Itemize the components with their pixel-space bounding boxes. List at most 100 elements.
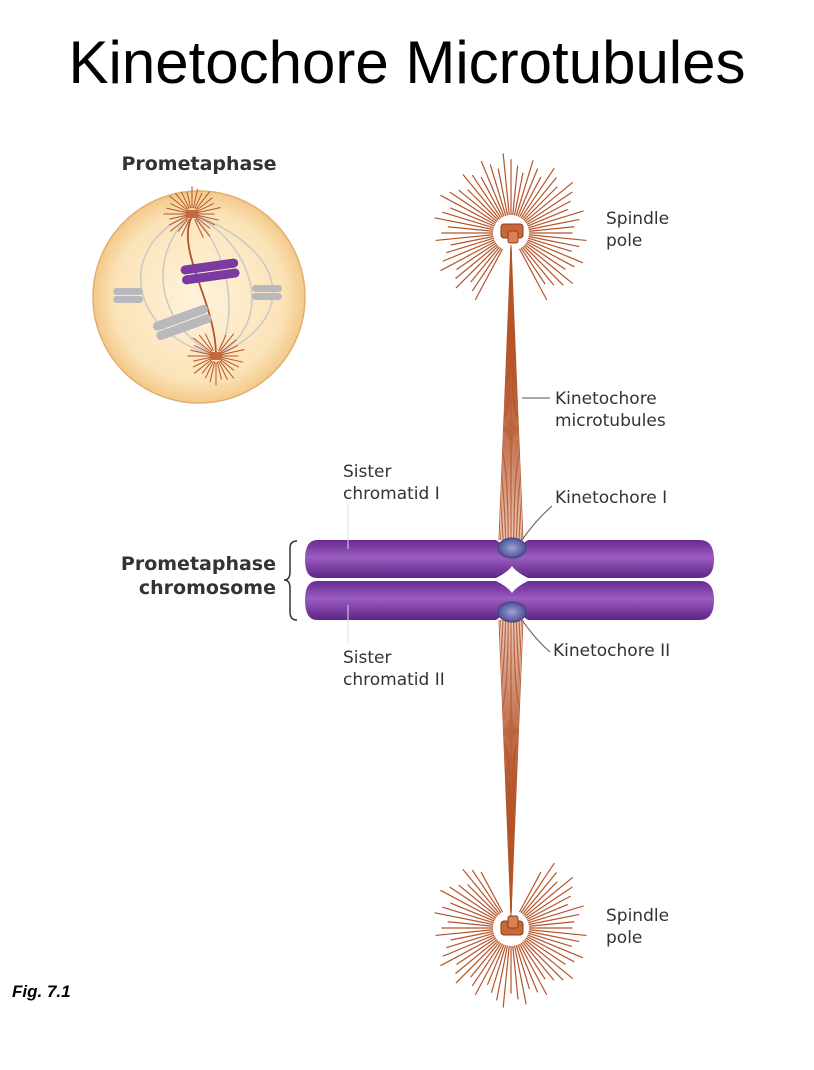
astral-ray — [169, 214, 187, 220]
astral-ray — [521, 941, 555, 981]
svg-text:Sister: Sister — [343, 648, 392, 668]
svg-text:chromatid I: chromatid I — [343, 484, 440, 504]
astral-ray — [177, 218, 189, 232]
label-kinetochore-1: Kinetochore I — [521, 488, 667, 541]
svg-text:Kinetochore II: Kinetochore II — [553, 641, 670, 661]
brace-icon — [283, 540, 298, 621]
astral-ray — [471, 942, 502, 987]
astral-ray — [450, 902, 495, 922]
astral-ray — [523, 186, 558, 221]
astral-ray — [528, 913, 580, 926]
astral-ray — [449, 886, 497, 919]
astral-ray — [166, 207, 187, 214]
astral-ray — [513, 945, 527, 1005]
astral-ray — [520, 247, 546, 285]
astral-ray — [480, 871, 504, 913]
prometaphase-cell-inset: Prometaphase — [92, 153, 306, 404]
astral-ray — [528, 930, 580, 943]
svg-text:Spindle: Spindle — [606, 906, 669, 926]
astral-ray — [170, 203, 187, 212]
astral-ray — [526, 200, 571, 226]
astral-ray — [480, 176, 504, 218]
astral-ray — [197, 216, 216, 226]
astral-ray — [440, 889, 496, 921]
astral-ray — [455, 940, 499, 984]
astral-ray — [518, 248, 548, 301]
astral-ray — [193, 359, 212, 374]
figure-caption: Fig. 7.1 — [12, 982, 71, 1001]
astral-ray — [462, 173, 501, 220]
astral-ray — [168, 195, 188, 211]
svg-text:Kinetochore: Kinetochore — [555, 389, 657, 409]
astral-ray — [218, 361, 228, 380]
astral-ray — [458, 189, 498, 223]
label-prometaphase-chromosome: Prometaphase chromosome — [121, 540, 298, 621]
astral-ray — [528, 905, 584, 924]
astral-ray — [195, 218, 211, 237]
label-spindle-pole-top: Spindle pole — [606, 209, 669, 251]
astral-ray — [442, 934, 495, 957]
kinetochore-2 — [497, 601, 527, 623]
astral-ray — [449, 191, 497, 224]
astral-ray — [526, 240, 575, 268]
svg-text:chromosome: chromosome — [139, 577, 276, 599]
kinetochore-microtubule-bundle-top — [498, 244, 524, 541]
astral-ray — [219, 360, 235, 379]
astral-ray — [528, 929, 587, 937]
astral-ray — [512, 165, 519, 216]
astral-ray — [198, 334, 213, 352]
astral-ray — [528, 921, 575, 927]
astral-ray — [220, 359, 235, 371]
astral-ray — [524, 876, 574, 918]
inset-chromosome-purple — [180, 258, 240, 285]
astral-ray — [470, 246, 501, 283]
astral-ray — [174, 192, 189, 210]
astral-ray — [440, 935, 496, 967]
astral-ray — [462, 868, 501, 915]
astral-ray — [446, 237, 494, 254]
astral-ray — [521, 872, 557, 915]
astral-ray — [435, 234, 494, 242]
astral-ray — [523, 245, 564, 286]
astral-ray — [527, 208, 569, 227]
astral-ray — [525, 191, 573, 224]
astral-ray — [496, 945, 509, 1001]
svg-text:pole: pole — [606, 231, 642, 251]
astral-ray — [515, 160, 534, 216]
astral-ray — [455, 245, 499, 289]
svg-text:chromatid II: chromatid II — [343, 670, 445, 690]
kinetochore-microtubule-bundle-bottom — [498, 619, 524, 917]
astral-ray — [524, 938, 574, 980]
astral-ray — [434, 912, 494, 926]
astral-ray — [528, 226, 575, 232]
astral-ray — [196, 217, 211, 229]
astral-ray — [221, 358, 240, 368]
astral-ray — [524, 181, 574, 223]
label-kinetochore-microtubules: Kinetochore microtubules — [522, 389, 666, 431]
astral-rays-top — [434, 153, 587, 301]
label-sister-chromatid-1: Sister chromatid I — [343, 462, 440, 549]
inset-label: Prometaphase — [121, 153, 276, 175]
astral-ray — [513, 172, 524, 216]
inset-chromosome-gray-right — [252, 285, 282, 300]
svg-text:Prometaphase: Prometaphase — [121, 553, 276, 575]
astral-ray — [221, 349, 245, 356]
inset-chromosome-gray-left — [113, 288, 143, 303]
astral-ray — [180, 191, 190, 209]
label-sister-chromatid-2: Sister chromatid II — [343, 605, 445, 690]
astral-ray — [517, 168, 539, 217]
astral-ray — [442, 906, 494, 924]
inset-chromosome-gray-center — [152, 304, 212, 341]
astral-ray — [518, 943, 548, 996]
astral-ray — [455, 243, 498, 279]
astral-ray — [450, 930, 494, 941]
astral-ray — [195, 191, 211, 210]
astral-ray — [194, 192, 203, 209]
astral-ray — [220, 339, 237, 353]
astral-ray — [456, 937, 497, 965]
astral-ray — [168, 216, 187, 226]
astral-ray — [521, 246, 555, 286]
astral-ray — [525, 937, 566, 965]
astral-ray — [221, 345, 238, 354]
